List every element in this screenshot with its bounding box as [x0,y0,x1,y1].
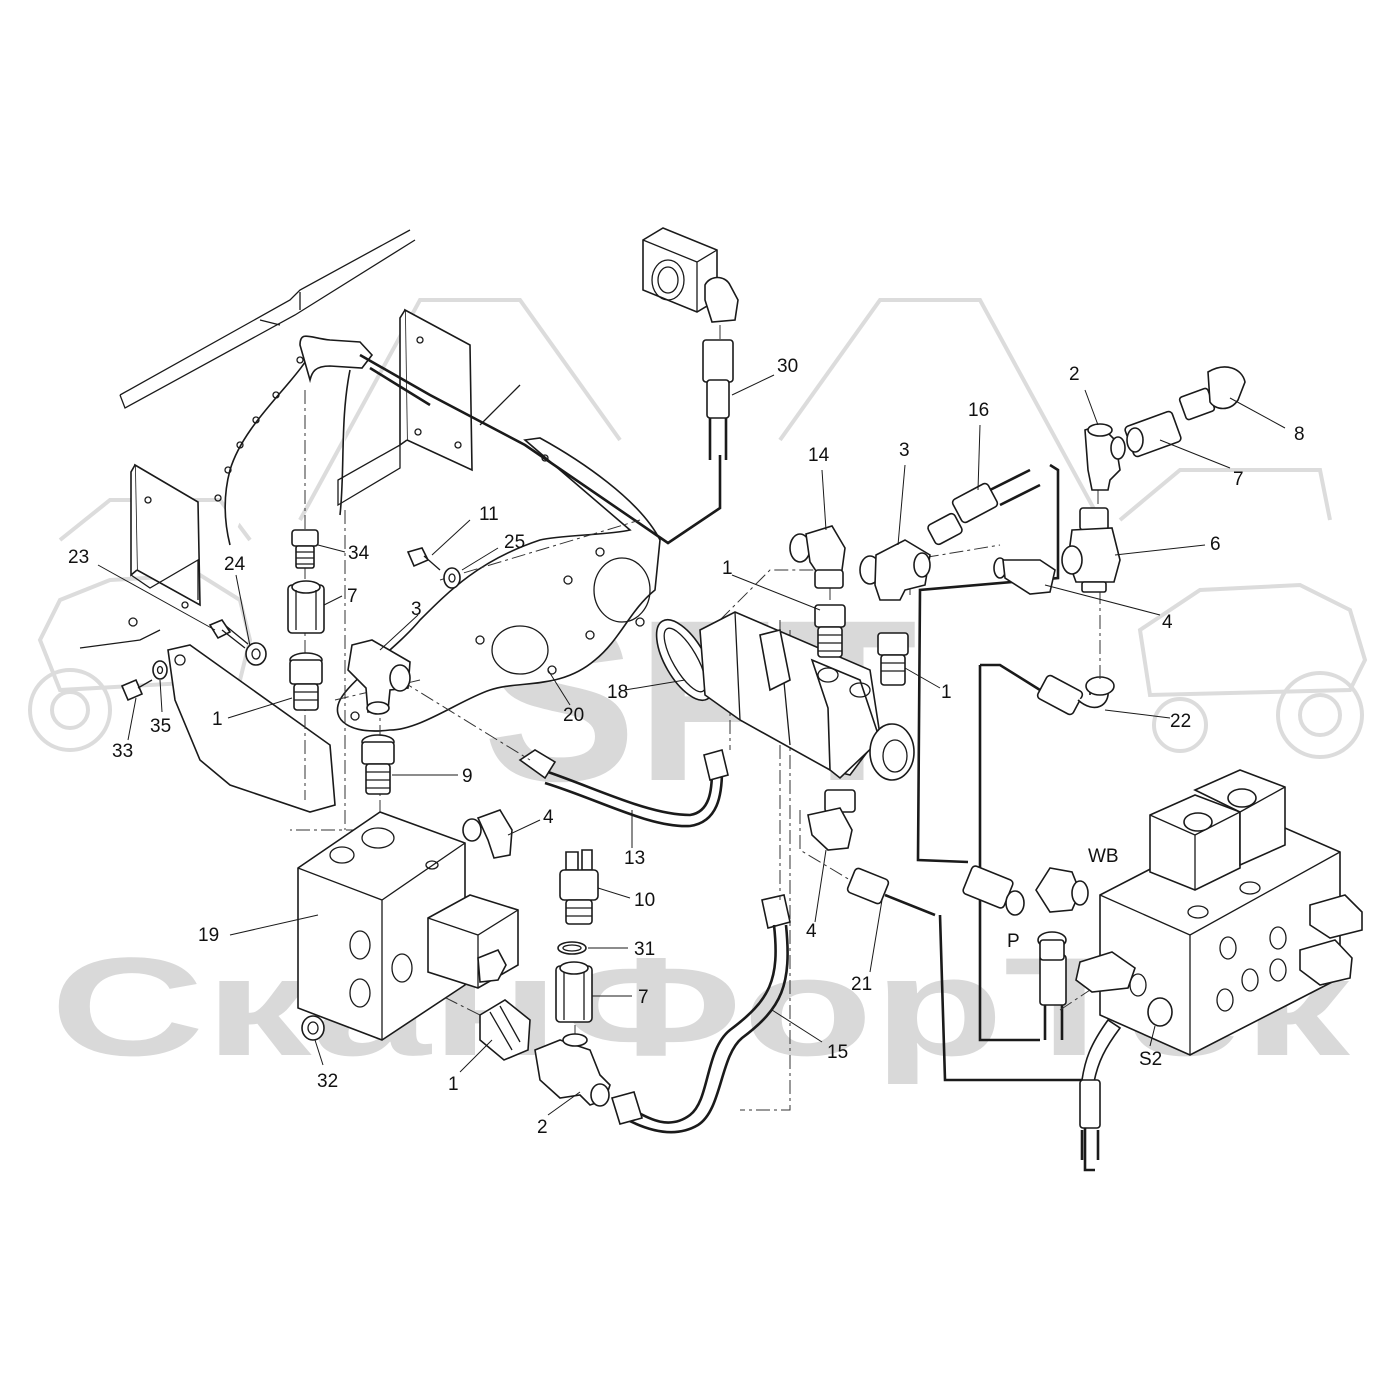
callout-31: 31 [634,939,655,960]
callout-30: 30 [777,356,798,377]
callout-16: 16 [968,400,989,421]
callout-9: 9 [462,766,473,787]
callout-3: 3 [899,440,910,461]
callout-4: 4 [543,807,554,828]
machine-frame [79,229,521,649]
elbow-fitting-4-right [993,557,1056,595]
callout-23: 23 [68,547,89,568]
mounting-plate-upper [337,308,473,507]
callout-13: 13 [624,848,645,869]
callout-3: 3 [411,599,422,620]
tee-fitting-2-lower [534,1033,611,1107]
plug-8 [1178,366,1246,421]
callout-18: 18 [607,682,628,703]
callout-4: 4 [1162,612,1173,633]
callout-32: 32 [317,1071,338,1092]
callout-19: 19 [198,925,219,946]
callout-2: 2 [537,1117,548,1138]
valve-block-19 [297,811,519,1041]
curved-bracket-plate [214,344,351,546]
tee-fitting-3-left [347,639,411,715]
o-ring-31 [557,941,587,955]
elbow-fitting-4-upper [462,809,513,859]
callout-34: 34 [348,543,370,564]
callout-7: 7 [347,586,358,607]
callout-1: 1 [941,682,952,703]
elbow-fitting-14 [789,525,846,589]
bolt-23 [208,619,249,649]
adapter-7-upper [1124,410,1182,458]
washer-25 [443,567,461,589]
fitting-1-center [814,604,846,658]
callout-25: 25 [504,532,525,553]
callout-leaders [97,374,1286,1116]
callout-1: 1 [212,709,223,730]
callout-s2: S2 [1139,1049,1162,1070]
callout-7: 7 [638,987,649,1008]
valve-block-wb [1035,769,1363,1056]
callout-20: 20 [563,705,584,726]
callout-4: 4 [806,921,817,942]
callout-15: 15 [827,1042,848,1063]
solenoid-connector-top [642,227,739,323]
callout-p: P [1007,931,1020,952]
elbow-fitting-4-center [807,789,856,851]
fitting-9 [361,734,395,795]
washer-24 [245,642,267,666]
link-plate-lower [167,644,360,813]
fitting-stack-left [287,529,325,711]
pressure-switch-10 [559,849,599,925]
callout-1: 1 [722,558,733,579]
tee-fitting-2-upper [1084,423,1126,491]
tee-fitting-6 [1061,507,1121,593]
callout-35: 35 [150,716,171,737]
washer-35 [152,660,168,680]
callout-2: 2 [1069,364,1080,385]
fitting-1-right [877,632,909,686]
fitting-1-lower [479,999,531,1061]
mounting-plate-left [128,463,201,627]
callout-24: 24 [224,554,246,575]
mounting-bracket-20 [336,437,661,732]
callout-11: 11 [479,504,499,525]
callout-wb: WB [1088,846,1119,867]
callout-1: 1 [448,1074,459,1095]
adapter-7-lower [555,961,593,1023]
callout-21: 21 [851,974,872,995]
plug-32 [301,1015,325,1041]
callout-8: 8 [1294,424,1305,445]
callout-7: 7 [1233,469,1244,490]
bolt-11 [406,547,441,571]
callout-33: 33 [112,741,133,762]
manifold-block-18 [655,611,915,781]
bolt-33 [120,678,153,702]
callout-10: 10 [634,890,655,911]
callout-6: 6 [1210,534,1221,555]
hose-lines [299,335,1122,1172]
tee-fitting-3-upper [859,539,931,601]
callout-labels: 30 2 8 16 7 14 3 6 11 25 34 23 24 7 3 1 … [68,356,1305,1138]
callout-14: 14 [808,445,830,466]
callout-22: 22 [1170,711,1191,732]
